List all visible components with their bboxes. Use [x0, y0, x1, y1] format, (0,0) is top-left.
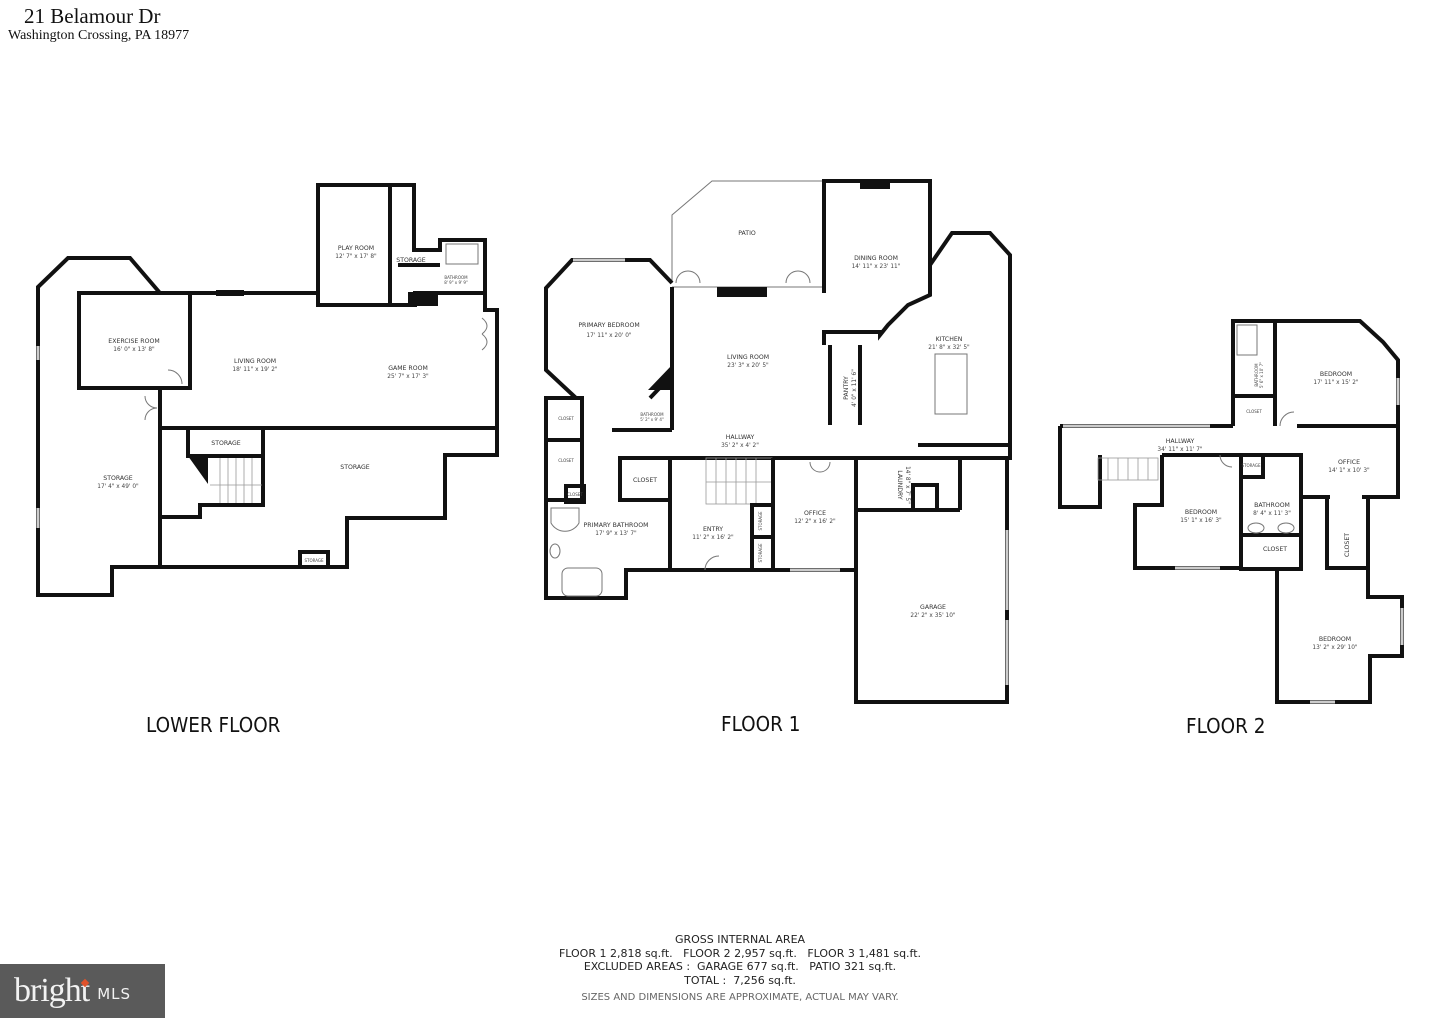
area-summary-total: TOTAL : 7,256 sq.ft. — [684, 973, 796, 987]
svg-text:15' 1" x 16' 3": 15' 1" x 16' 3" — [1180, 518, 1222, 524]
svg-text:8' 4" x 11' 3": 8' 4" x 11' 3" — [1253, 511, 1291, 517]
floor-2-plan: BATHROOM 5' 6" x 10' 7" BEDROOM 17' 11" … — [1058, 319, 1404, 704]
svg-text:BEDROOM: BEDROOM — [1320, 371, 1352, 378]
svg-text:CLOSET: CLOSET — [558, 458, 574, 463]
svg-text:STORAGE: STORAGE — [103, 475, 133, 482]
svg-text:BATHROOM: BATHROOM — [444, 275, 468, 280]
svg-text:STORAGE: STORAGE — [304, 558, 324, 563]
svg-text:DINING ROOM: DINING ROOM — [854, 255, 898, 262]
svg-text:4' 0" x 11' 6": 4' 0" x 11' 6" — [852, 369, 858, 407]
svg-text:12' 2" x 16' 2": 12' 2" x 16' 2" — [794, 519, 836, 525]
svg-text:21' 8" x 32' 5": 21' 8" x 32' 5" — [928, 345, 970, 351]
svg-text:17' 4" x 49' 0": 17' 4" x 49' 0" — [97, 484, 139, 490]
svg-text:CLOSET: CLOSET — [558, 416, 574, 421]
svg-text:LIVING ROOM: LIVING ROOM — [234, 358, 276, 365]
address-block: 21 Belamour Dr Washington Crossing, PA 1… — [8, 6, 189, 43]
svg-text:PANTRY: PANTRY — [843, 376, 850, 400]
svg-text:34' 11" x 11' 7": 34' 11" x 11' 7" — [1157, 447, 1202, 453]
svg-text:STORAGE: STORAGE — [758, 543, 763, 563]
svg-text:STORAGE: STORAGE — [340, 464, 370, 471]
svg-text:BATHROOM: BATHROOM — [1254, 502, 1290, 509]
area-summary: GROSS INTERNAL AREA FLOOR 1 2,818 sq.ft.… — [470, 933, 1010, 1005]
lower-floor-plan: EXERCISE ROOM 16' 0" x 13' 8" LIVING ROO… — [36, 183, 499, 597]
svg-text:14' 8" x 7' 5": 14' 8" x 7' 5" — [904, 466, 910, 504]
svg-text:18' 11" x 19' 2": 18' 11" x 19' 2" — [232, 367, 277, 373]
area-summary-title: GROSS INTERNAL AREA — [674, 933, 806, 946]
svg-text:LIVING ROOM: LIVING ROOM — [727, 354, 769, 361]
svg-text:14' 1" x 10' 3": 14' 1" x 10' 3" — [1328, 468, 1370, 474]
svg-text:5' 2" x 9' 4": 5' 2" x 9' 4" — [640, 417, 664, 422]
svg-text:STORAGE: STORAGE — [211, 440, 241, 447]
svg-text:LAUNDRY: LAUNDRY — [896, 470, 903, 500]
svg-text:BATHROOM: BATHROOM — [1254, 363, 1259, 387]
svg-text:17' 9" x 13' 7": 17' 9" x 13' 7" — [595, 531, 637, 537]
svg-text:CLOSET: CLOSET — [567, 492, 583, 497]
svg-text:11' 2" x 16' 2": 11' 2" x 16' 2" — [692, 535, 734, 541]
svg-text:KITCHEN: KITCHEN — [936, 336, 963, 343]
area-summary-excluded: EXCLUDED AREAS : GARAGE 677 sq.ft. PATIO… — [583, 960, 897, 973]
svg-text:16' 0" x 13' 8": 16' 0" x 13' 8" — [113, 347, 155, 353]
svg-text:CLOSET: CLOSET — [1246, 409, 1262, 414]
svg-text:GAME ROOM: GAME ROOM — [388, 365, 428, 372]
svg-text:BEDROOM: BEDROOM — [1185, 509, 1217, 516]
svg-text:12' 7" x 17' 8": 12' 7" x 17' 8" — [335, 254, 377, 260]
lower-floor-label: LOWER FLOOR — [146, 713, 281, 737]
svg-text:35' 2" x 4' 2": 35' 2" x 4' 2" — [721, 443, 759, 449]
svg-text:STORAGE: STORAGE — [1241, 463, 1261, 468]
floor-1-label: FLOOR 1 — [721, 712, 801, 736]
svg-text:BATHROOM: BATHROOM — [640, 412, 664, 417]
svg-text:BEDROOM: BEDROOM — [1319, 636, 1351, 643]
address-line-1: 21 Belamour Dr — [24, 4, 161, 28]
svg-text:EXERCISE ROOM: EXERCISE ROOM — [108, 338, 159, 345]
floor-2-label: FLOOR 2 — [1186, 714, 1266, 738]
svg-text:ENTRY: ENTRY — [703, 526, 723, 533]
svg-text:OFFICE: OFFICE — [804, 510, 826, 517]
logo-suffix: MLS — [97, 985, 132, 1003]
svg-text:17' 11" x 20' 0": 17' 11" x 20' 0" — [586, 333, 631, 339]
svg-text:17' 11" x 15' 2": 17' 11" x 15' 2" — [1313, 380, 1358, 386]
svg-text:13' 2" x 29' 10": 13' 2" x 29' 10" — [1312, 645, 1357, 651]
svg-text:CLOSET: CLOSET — [633, 477, 657, 484]
svg-text:8' 9" x 9' 9": 8' 9" x 9' 9" — [444, 280, 468, 285]
area-summary-floors: FLOOR 1 2,818 sq.ft. FLOOR 2 2,957 sq.ft… — [558, 946, 922, 960]
svg-text:STORAGE: STORAGE — [396, 257, 426, 264]
bright-mls-logo: bright MLS — [0, 964, 165, 1018]
svg-text:GARAGE: GARAGE — [920, 604, 946, 611]
svg-text:STORAGE: STORAGE — [758, 511, 763, 531]
svg-text:HALLWAY: HALLWAY — [1166, 438, 1195, 445]
svg-text:25' 7" x 17' 3": 25' 7" x 17' 3" — [387, 374, 429, 380]
svg-text:PATIO: PATIO — [738, 230, 756, 237]
svg-text:HALLWAY: HALLWAY — [726, 434, 755, 441]
logo-brand: bright — [14, 972, 90, 1009]
svg-text:PRIMARY BEDROOM: PRIMARY BEDROOM — [578, 322, 639, 329]
floor-1-plan: PATIO DINING ROOM 14' 11" x 23' 11" PRIM… — [544, 179, 1012, 704]
disclaimer: SIZES AND DIMENSIONS ARE APPROXIMATE, AC… — [581, 992, 899, 1003]
svg-text:23' 3" x 20' 5": 23' 3" x 20' 5" — [727, 363, 769, 369]
svg-text:22' 2" x 35' 10": 22' 2" x 35' 10" — [910, 613, 955, 619]
svg-text:PRIMARY BATHROOM: PRIMARY BATHROOM — [584, 522, 649, 529]
svg-text:14' 11" x 23' 11": 14' 11" x 23' 11" — [852, 264, 901, 270]
svg-text:PLAY ROOM: PLAY ROOM — [338, 245, 374, 252]
svg-text:CLOSET: CLOSET — [1263, 546, 1287, 553]
svg-text:CLOSET: CLOSET — [1344, 533, 1351, 557]
address-line-2: Washington Crossing, PA 18977 — [8, 28, 190, 43]
svg-text:OFFICE: OFFICE — [1338, 459, 1360, 466]
svg-text:5' 6" x 10' 7": 5' 6" x 10' 7" — [1259, 362, 1264, 388]
